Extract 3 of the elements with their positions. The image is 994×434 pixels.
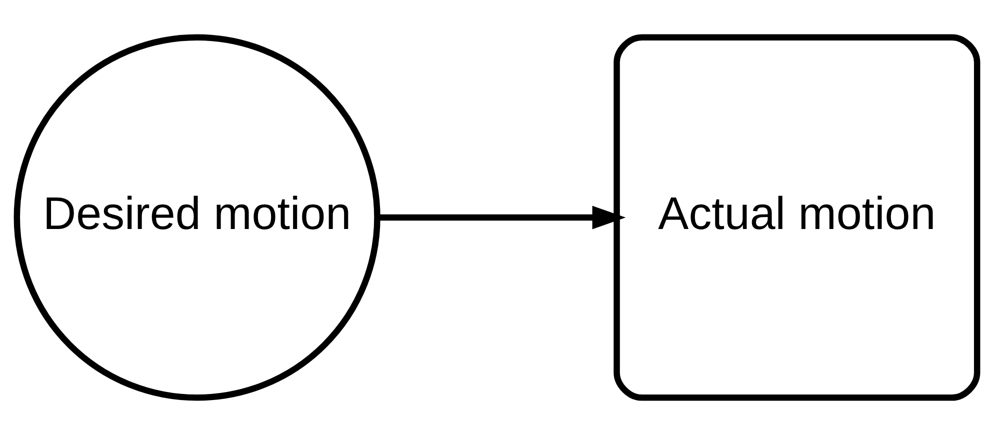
node-box: Actual motion bbox=[614, 34, 980, 400]
arrow bbox=[378, 205, 626, 229]
node-circle: Desired motion bbox=[14, 34, 380, 400]
